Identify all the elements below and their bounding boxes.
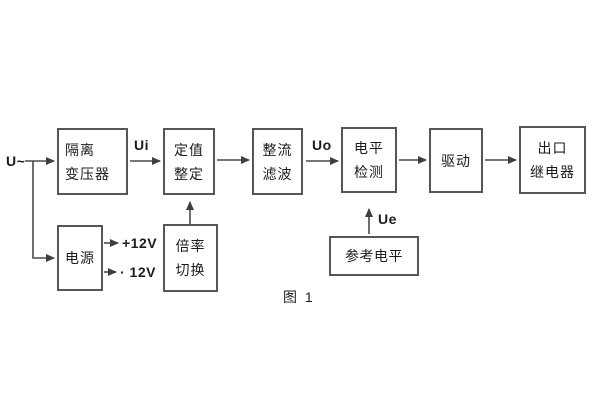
block-label: 整流 xyxy=(262,141,293,158)
block-power-supply: 电源 xyxy=(57,225,103,291)
block-label: 整定 xyxy=(174,165,204,182)
block-label: 驱动 xyxy=(441,152,471,169)
power-minus12v-label: · 12V xyxy=(120,264,156,280)
block-label: 倍率 xyxy=(175,238,206,254)
block-label: 出口 xyxy=(537,140,568,156)
block-rectifier-filter: 整流 滤波 xyxy=(252,128,303,195)
block-level-detector: 电平 检测 xyxy=(341,127,397,193)
block-label: 电源 xyxy=(65,250,95,266)
signal-ui-label: Ui xyxy=(134,137,149,153)
input-voltage-label: U~ xyxy=(6,153,26,169)
block-label: 隔离 xyxy=(65,141,95,158)
block-output-relay: 出口 继电器 xyxy=(519,126,586,194)
block-reference-level: 参考电平 xyxy=(329,236,419,276)
block-label: 变压器 xyxy=(65,165,110,182)
block-setting-adjust: 定值 整定 xyxy=(163,128,215,195)
block-label: 定值 xyxy=(174,141,204,158)
block-label: 滤波 xyxy=(262,165,293,182)
block-label: 继电器 xyxy=(530,164,575,180)
signal-uo-label: Uo xyxy=(312,137,332,153)
figure-caption: 图 1 xyxy=(283,289,315,305)
block-label: 切换 xyxy=(175,262,206,278)
block-label: 检测 xyxy=(354,164,384,180)
signal-ue-label: Ue xyxy=(378,211,397,227)
block-isolation-transformer: 隔离 变压器 xyxy=(57,128,128,195)
power-plus12v-label: +12V xyxy=(122,235,158,251)
block-multiplier-switch: 倍率 切换 xyxy=(163,224,218,292)
arrow-input-to-power xyxy=(32,161,55,262)
block-label: 电平 xyxy=(354,140,384,156)
block-driver: 驱动 xyxy=(429,128,483,193)
block-label: 参考电平 xyxy=(345,248,403,264)
